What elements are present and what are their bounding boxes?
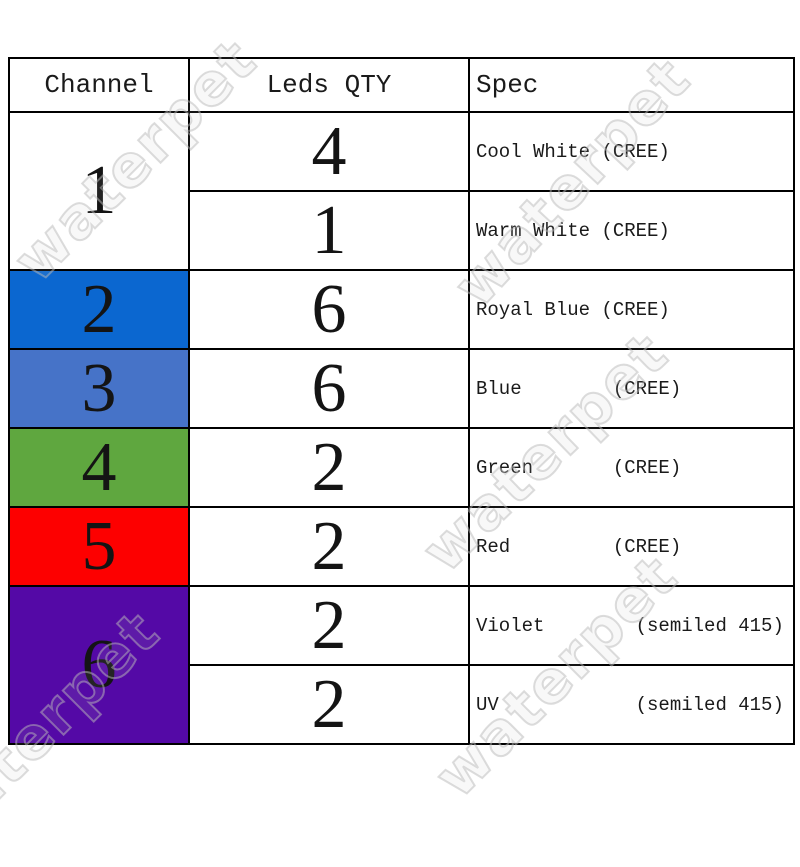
channel-cell: 2 [8,269,190,350]
header-cell-spec: Spec [468,57,795,113]
leds-qty-cell: 2 [188,664,470,745]
spec-cell: Violet (semiled 415) [468,585,795,666]
leds-qty-cell: 2 [188,585,470,666]
spec-cell: Red (CREE) [468,506,795,587]
spec-cell: Green (CREE) [468,427,795,508]
spec-cell: Cool White (CREE) [468,111,795,192]
header-cell-channel: Channel [8,57,190,113]
spec-cell: Royal Blue (CREE) [468,269,795,350]
leds-qty-cell: 4 [188,111,470,192]
channel-cell: 5 [8,506,190,587]
leds-qty-cell: 6 [188,348,470,429]
table-header-row: Channel Leds QTY Spec [8,57,795,113]
channel-cell: 3 [8,348,190,429]
leds-qty-cell: 1 [188,190,470,271]
spec-cell: Warm White (CREE) [468,190,795,271]
header-cell-leds-qty: Leds QTY [188,57,470,113]
spec-cell: UV (semiled 415) [468,664,795,745]
leds-qty-cell: 6 [188,269,470,350]
channel-cell: 1 [8,111,190,271]
spec-cell: Blue (CREE) [468,348,795,429]
leds-qty-cell: 2 [188,427,470,508]
leds-qty-cell: 2 [188,506,470,587]
channel-cell: 6 [8,585,190,745]
channel-cell: 4 [8,427,190,508]
